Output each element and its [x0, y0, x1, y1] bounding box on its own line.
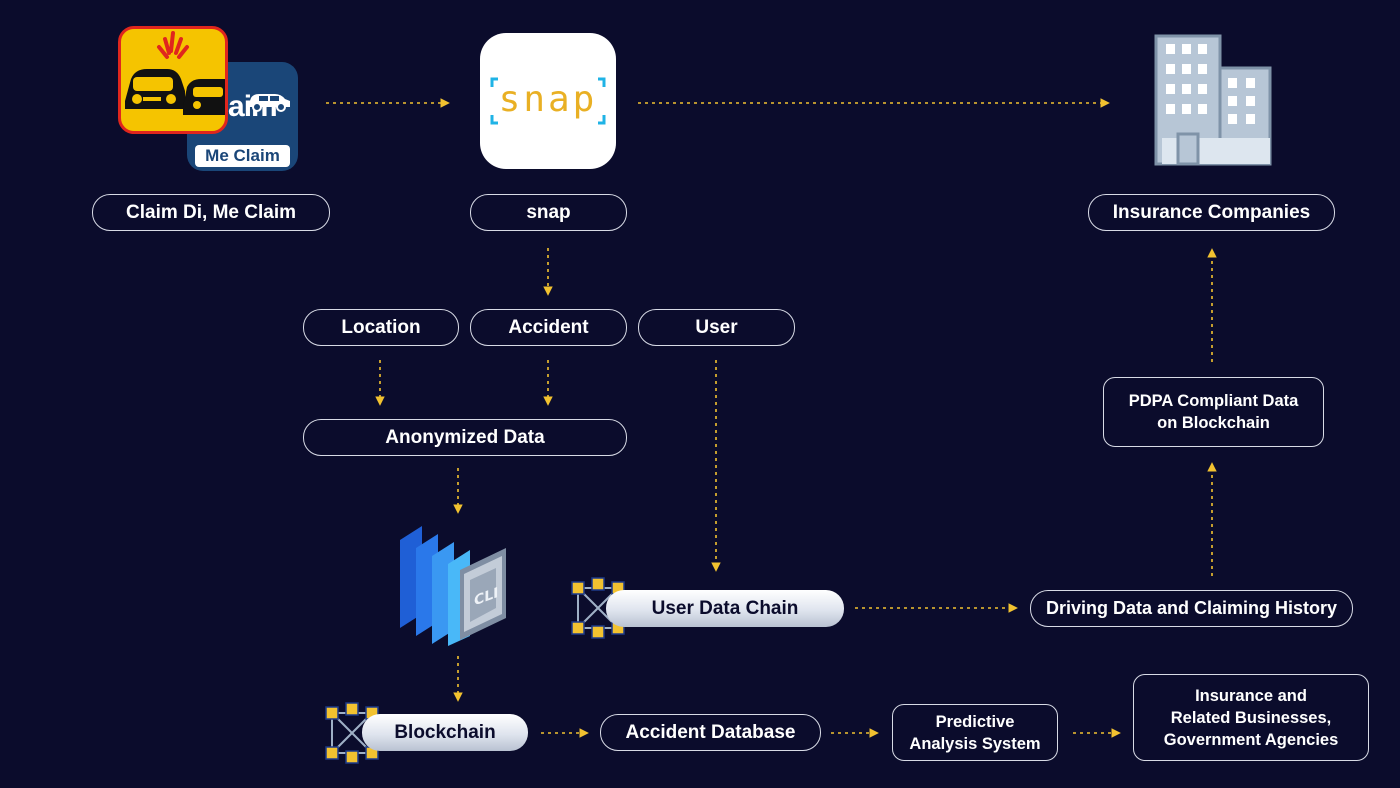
- meclaim-wordmark: Me Claim: [195, 145, 290, 167]
- insurance-related-line-1: Insurance and: [1195, 686, 1307, 705]
- node-user: User: [638, 309, 795, 346]
- cli-processor-icon: CLI: [400, 526, 506, 646]
- predictive-line-2: Analysis System: [909, 734, 1041, 753]
- node-accident: Accident: [470, 309, 627, 346]
- claimdi-logo: [118, 26, 228, 134]
- office-building-icon: [1154, 34, 1272, 166]
- car-icon: [248, 94, 290, 112]
- snap-brackets-icon: [490, 77, 606, 125]
- node-insurance-companies: Insurance Companies: [1088, 194, 1335, 231]
- insurance-related-line-2: Related Businesses,: [1170, 708, 1332, 727]
- node-accident-database: Accident Database: [600, 714, 821, 751]
- snap-wordmark: snap: [498, 78, 598, 120]
- node-snap: snap: [470, 194, 627, 231]
- node-anonymized-data: Anonymized Data: [303, 419, 627, 456]
- node-claim-di-me-claim: Claim Di, Me Claim: [92, 194, 330, 231]
- node-pdpa-compliant-data: PDPA Compliant Data on Blockchain: [1103, 377, 1324, 447]
- insurance-related-line-3: Government Agencies: [1163, 730, 1339, 749]
- predictive-line-1: Predictive: [935, 712, 1015, 731]
- node-blockchain: Blockchain: [362, 714, 528, 751]
- node-insurance-related-businesses: Insurance and Related Businesses, Govern…: [1133, 674, 1369, 761]
- pdpa-line-1: PDPA Compliant Data: [1128, 392, 1299, 410]
- node-predictive-analysis-system: Predictive Analysis System: [892, 704, 1058, 761]
- snap-logo: snap: [480, 33, 616, 169]
- pdpa-line-2: on Blockchain: [1157, 414, 1270, 432]
- node-user-data-chain: User Data Chain: [606, 590, 844, 627]
- node-location: Location: [303, 309, 459, 346]
- node-driving-data-claiming-history: Driving Data and Claiming History: [1030, 590, 1353, 627]
- car-crash-icon: [125, 31, 225, 115]
